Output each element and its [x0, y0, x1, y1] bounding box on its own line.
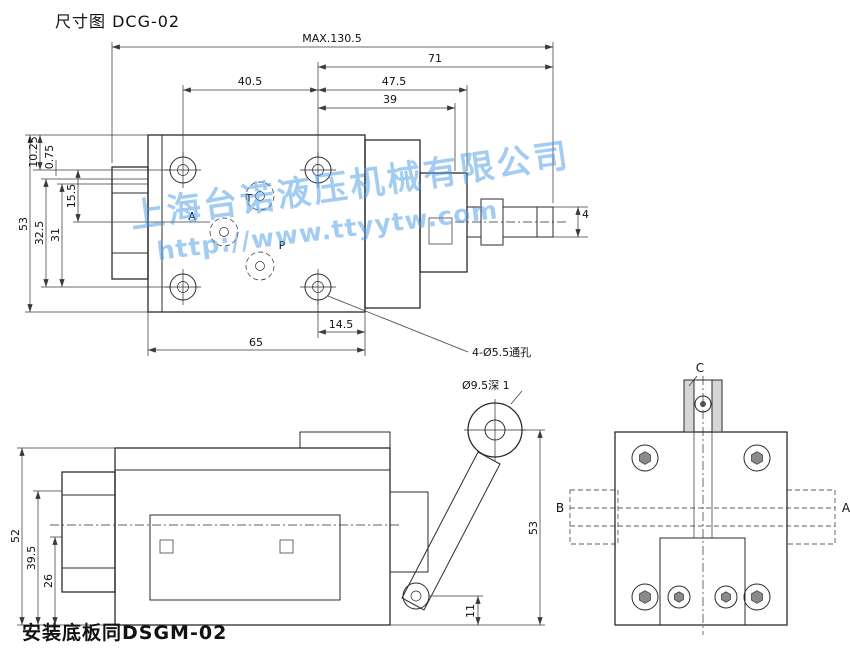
watermark: 上海台诺液压机械有限公司 http://www.ttyytw.com: [128, 136, 573, 266]
dim-overall-max: MAX.130.5: [302, 32, 362, 45]
dim-10-25: 10.25: [27, 136, 40, 168]
counterbore-callout: Ø9.5深 1: [462, 379, 510, 392]
dim-15-5: 15.5: [65, 184, 78, 209]
dim-65: 65: [249, 336, 263, 349]
corner-socket-screws: [631, 444, 771, 611]
top-view-drawing: A T P: [17, 32, 589, 405]
label-b: B: [556, 501, 564, 515]
port-p-label: P: [279, 239, 286, 252]
dim-11: 11: [464, 604, 477, 618]
dim-31: 31: [49, 228, 62, 242]
end-view-drawing: C B A: [556, 361, 850, 635]
dim-14-5: 14.5: [329, 318, 354, 331]
through-hole-callout: 4-Ø5.5通孔: [472, 346, 531, 359]
dim-40-5: 40.5: [238, 75, 263, 88]
dim-47-5: 47.5: [382, 75, 407, 88]
port-circles: [209, 181, 275, 281]
dim-39-5: 39.5: [25, 546, 38, 571]
side-view-extension-lines: [17, 429, 545, 626]
dim-4: 4: [582, 208, 589, 221]
dim-0-75: 0.75: [43, 145, 56, 170]
dim-32-5: 32.5: [33, 221, 46, 246]
mounting-plate-note: 安装底板同DSGM-02: [22, 622, 228, 644]
port-t-label: T: [245, 192, 253, 205]
roller-lever-assembly: [389, 399, 526, 611]
dim-71: 71: [428, 52, 442, 65]
counterbore-leader: [510, 390, 523, 405]
drawing-title: 尺寸图 DCG-02: [55, 12, 181, 31]
solenoid-side: [61, 471, 116, 593]
dim-53-top: 53: [17, 217, 30, 231]
dim-53-side: 53: [527, 521, 540, 535]
hidden-port-passages: [569, 489, 836, 545]
label-c: C: [696, 361, 704, 375]
center-block: [659, 537, 746, 626]
clevis-label-leader: [688, 375, 698, 387]
dim-39: 39: [383, 93, 397, 106]
side-view-drawing: 52 39.5 26 53 11: [9, 399, 545, 626]
dim-26: 26: [42, 574, 55, 588]
side-view-body: [50, 431, 400, 626]
through-hole-leader: [327, 295, 469, 353]
top-view-extension-lines: [25, 42, 588, 356]
cam-operator-top: [364, 139, 566, 309]
dim-52: 52: [9, 529, 22, 543]
label-a: A: [842, 501, 850, 515]
port-a-label: A: [188, 210, 196, 223]
side-view-dimension-lines: [19, 430, 543, 625]
top-view-dimension-lines: [27, 44, 581, 353]
clevis-bracket: [683, 376, 723, 635]
